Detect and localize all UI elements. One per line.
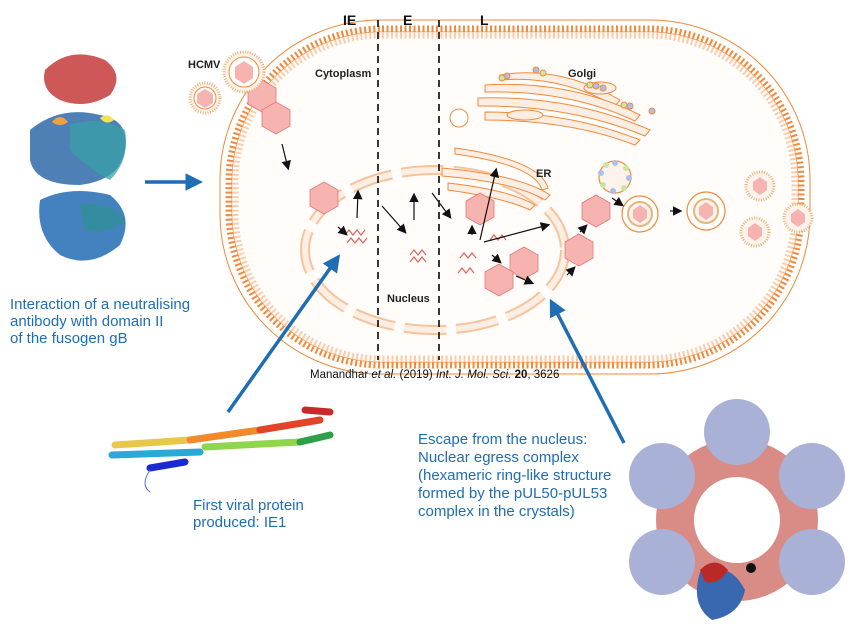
caption-line: Escape from the nucleus: [418, 431, 588, 448]
golgi-label: Golgi [568, 68, 597, 80]
virions [188, 50, 814, 248]
citation-volume: 20 [514, 369, 528, 381]
ie1-structure [108, 406, 334, 493]
phase-label-l: L [480, 12, 489, 28]
citation: Manandhar et al. (2019) Int. J. Mol. Sci… [310, 369, 559, 381]
caption-line: First viral protein [193, 497, 304, 514]
caption-line: of the fusogen gB [10, 330, 128, 347]
cytoplasm-label: Cytoplasm [315, 68, 372, 80]
ie1-caption: First viral protein produced: IE1 [193, 497, 304, 531]
caption-line: formed by the pUL50-pUL53 [418, 485, 608, 502]
gb-antibody-structure [30, 54, 126, 261]
golgi-apparatus [477, 66, 656, 146]
nucleus-label: Nucleus [387, 293, 430, 305]
caption-line: Interaction of a neutralising [10, 296, 191, 313]
citation-etal: et al. [371, 369, 397, 381]
caption-line: (hexameric ring-like structure [418, 467, 612, 484]
phase-label-e: E [403, 12, 413, 28]
vesicle [449, 108, 469, 128]
caption-line: produced: IE1 [193, 514, 287, 531]
endoplasmic-reticulum [441, 147, 551, 211]
process-arrows [281, 143, 683, 285]
er-label: ER [536, 168, 552, 180]
phase-label-ie: IE [343, 12, 357, 28]
nec-hexamer-structure [629, 399, 845, 620]
capsids [247, 79, 611, 297]
caption-line: antibody with domain II [10, 313, 164, 330]
caption-line: Nuclear egress complex [418, 449, 579, 466]
citation-journal: Int. J. Mol. Sci. [435, 369, 512, 381]
citation-year: (2019) [396, 369, 436, 381]
capsid-entering [261, 101, 291, 135]
viral-genomes [344, 229, 507, 274]
gb-antibody-caption: Interaction of a neutralising antibody w… [10, 296, 190, 347]
nec-callout-arrow [549, 298, 626, 444]
caption-line: complex in the crystals) [418, 503, 575, 520]
ie1-callout-arrow [226, 254, 341, 414]
nec-caption: Escape from the nucleus: Nuclear egress … [418, 431, 611, 521]
citation-page: , 3626 [527, 369, 560, 381]
citation-authors: Manandhar [310, 369, 372, 381]
secretory-vesicle [598, 160, 632, 194]
hcmv-label: HCMV [188, 59, 221, 71]
